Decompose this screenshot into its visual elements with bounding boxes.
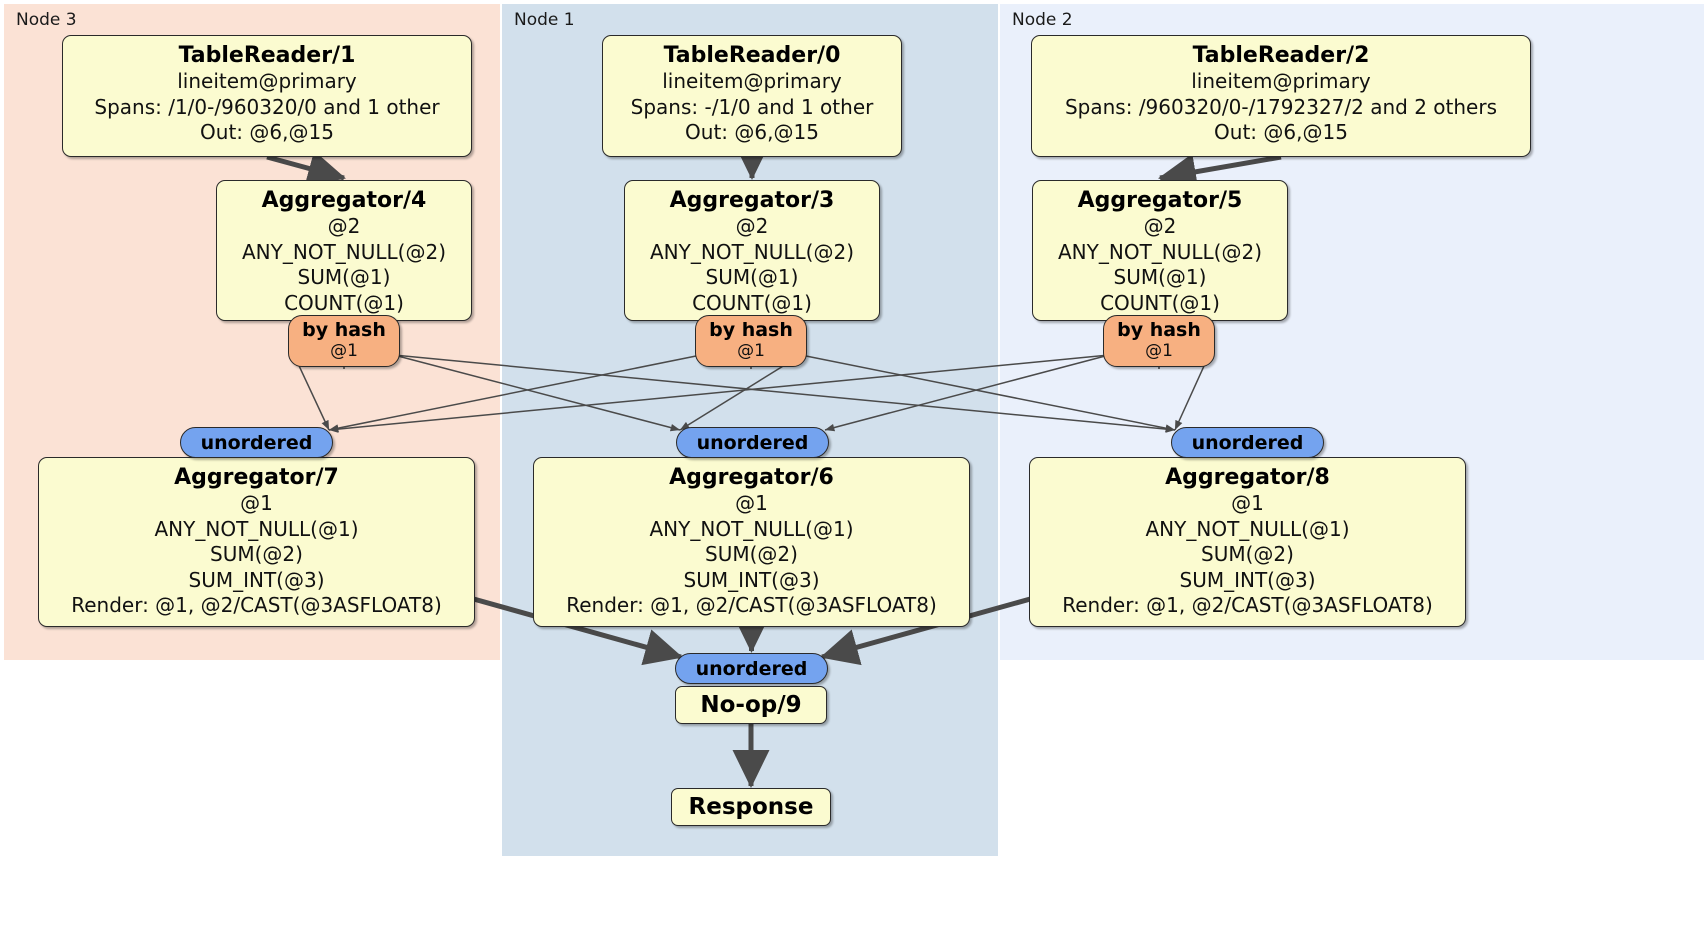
processor-title: No-op/9 <box>700 691 802 718</box>
processor-title: Aggregator/8 <box>1165 465 1330 490</box>
processor-box-aggregator7[interactable]: Aggregator/7 @1 ANY_NOT_NULL(@1) SUM(@2)… <box>38 457 475 627</box>
synchronizer-badge-unordered[interactable]: unordered <box>1171 427 1324 458</box>
router-badge-column: @1 <box>1145 341 1173 361</box>
router-badge-column: @1 <box>737 341 765 361</box>
processor-detail-line: Out: @6,@15 <box>1214 120 1348 144</box>
processor-detail-line: ANY_NOT_NULL(@2) <box>650 239 854 264</box>
processor-detail-line: lineitem@primary <box>662 69 842 93</box>
processor-box-response[interactable]: Response <box>671 788 831 826</box>
processor-detail-line: ANY_NOT_NULL(@1) <box>154 516 359 541</box>
processor-detail-line: SUM(@1) <box>297 265 391 289</box>
processor-detail-line: SUM(@2) <box>705 542 798 566</box>
processor-box-aggregator3[interactable]: Aggregator/3 @2 ANY_NOT_NULL(@2) SUM(@1)… <box>624 180 880 321</box>
processor-detail-line: Spans: /960320/0-/1792327/2 and 2 others <box>1064 94 1497 119</box>
processor-detail-line: @1 <box>1231 491 1264 515</box>
processor-detail-line: @1 <box>240 491 273 515</box>
processor-detail-line: lineitem@primary <box>1191 69 1371 93</box>
processor-detail-line: SUM(@1) <box>705 265 799 289</box>
node-panel-label-node2: Node 2 <box>1012 10 1073 30</box>
processor-box-noop9[interactable]: No-op/9 <box>675 686 827 724</box>
processor-title: Response <box>688 793 814 820</box>
node-panel-label-node3: Node 3 <box>16 10 77 30</box>
processor-detail-line: @1 <box>735 491 768 515</box>
processor-detail-line: lineitem@primary <box>177 69 357 93</box>
processor-box-aggregator5[interactable]: Aggregator/5 @2 ANY_NOT_NULL(@2) SUM(@1)… <box>1032 180 1288 321</box>
processor-detail-line: SUM_INT(@3) <box>683 567 820 592</box>
synchronizer-badge-unordered[interactable]: unordered <box>180 427 333 458</box>
router-badge-title: by hash <box>709 319 793 341</box>
synchronizer-badge-title: unordered <box>696 432 809 454</box>
processor-detail-line: Spans: -/1/0 and 1 other <box>630 94 874 119</box>
processor-title: TableReader/1 <box>178 43 356 68</box>
processor-detail-line: @2 <box>735 214 769 238</box>
router-badge-title: by hash <box>1117 319 1201 341</box>
processor-title: Aggregator/6 <box>669 465 834 490</box>
processor-detail-line: @2 <box>1143 214 1177 238</box>
node-panel-label-node1: Node 1 <box>514 10 575 30</box>
processor-title: TableReader/2 <box>1192 43 1370 68</box>
synchronizer-badge-title: unordered <box>200 432 313 454</box>
processor-detail-line: SUM_INT(@3) <box>1179 567 1316 592</box>
processor-detail-line: Out: @6,@15 <box>200 120 334 144</box>
router-badge-by-hash[interactable]: by hash @1 <box>1103 315 1215 367</box>
router-badge-title: by hash <box>302 319 386 341</box>
processor-detail-line: Out: @6,@15 <box>685 120 819 144</box>
processor-detail-line: COUNT(@1) <box>1100 290 1220 315</box>
processor-render-line: Render: @1, @2/CAST(@3ASFLOAT8) <box>71 593 442 617</box>
processor-title: Aggregator/5 <box>1077 188 1243 213</box>
processor-detail-line: @2 <box>327 214 361 238</box>
processor-render-line: Render: @1, @2/CAST(@3ASFLOAT8) <box>1062 593 1433 617</box>
processor-detail-line: COUNT(@1) <box>284 290 404 315</box>
processor-title: Aggregator/3 <box>669 188 835 213</box>
synchronizer-badge-unordered[interactable]: unordered <box>676 427 829 458</box>
processor-box-tablereader0[interactable]: TableReader/0 lineitem@primary Spans: -/… <box>602 35 902 157</box>
processor-detail-line: Spans: /1/0-/960320/0 and 1 other <box>94 94 440 119</box>
router-badge-by-hash[interactable]: by hash @1 <box>288 315 400 367</box>
processor-title: Aggregator/4 <box>261 188 427 213</box>
processor-box-aggregator8[interactable]: Aggregator/8 @1 ANY_NOT_NULL(@1) SUM(@2)… <box>1029 457 1466 627</box>
router-badge-by-hash[interactable]: by hash @1 <box>695 315 807 367</box>
processor-detail-line: ANY_NOT_NULL(@1) <box>649 516 854 541</box>
synchronizer-badge-unordered[interactable]: unordered <box>675 653 828 684</box>
processor-detail-line: SUM(@2) <box>210 542 303 566</box>
processor-box-aggregator6[interactable]: Aggregator/6 @1 ANY_NOT_NULL(@1) SUM(@2)… <box>533 457 970 627</box>
processor-detail-line: ANY_NOT_NULL(@1) <box>1145 516 1350 541</box>
processor-detail-line: ANY_NOT_NULL(@2) <box>242 239 446 264</box>
processor-box-tablereader1[interactable]: TableReader/1 lineitem@primary Spans: /1… <box>62 35 472 157</box>
processor-detail-line: SUM(@1) <box>1113 265 1207 289</box>
processor-title: Aggregator/7 <box>174 465 339 490</box>
processor-detail-line: COUNT(@1) <box>692 290 812 315</box>
processor-detail-line: SUM(@2) <box>1201 542 1294 566</box>
router-badge-column: @1 <box>330 341 358 361</box>
synchronizer-badge-title: unordered <box>1191 432 1304 454</box>
processor-title: TableReader/0 <box>663 43 841 68</box>
processor-detail-line: ANY_NOT_NULL(@2) <box>1058 239 1262 264</box>
processor-box-aggregator4[interactable]: Aggregator/4 @2 ANY_NOT_NULL(@2) SUM(@1)… <box>216 180 472 321</box>
synchronizer-badge-title: unordered <box>695 658 808 680</box>
processor-detail-line: SUM_INT(@3) <box>188 567 325 592</box>
processor-render-line: Render: @1, @2/CAST(@3ASFLOAT8) <box>566 593 937 617</box>
processor-box-tablereader2[interactable]: TableReader/2 lineitem@primary Spans: /9… <box>1031 35 1531 157</box>
